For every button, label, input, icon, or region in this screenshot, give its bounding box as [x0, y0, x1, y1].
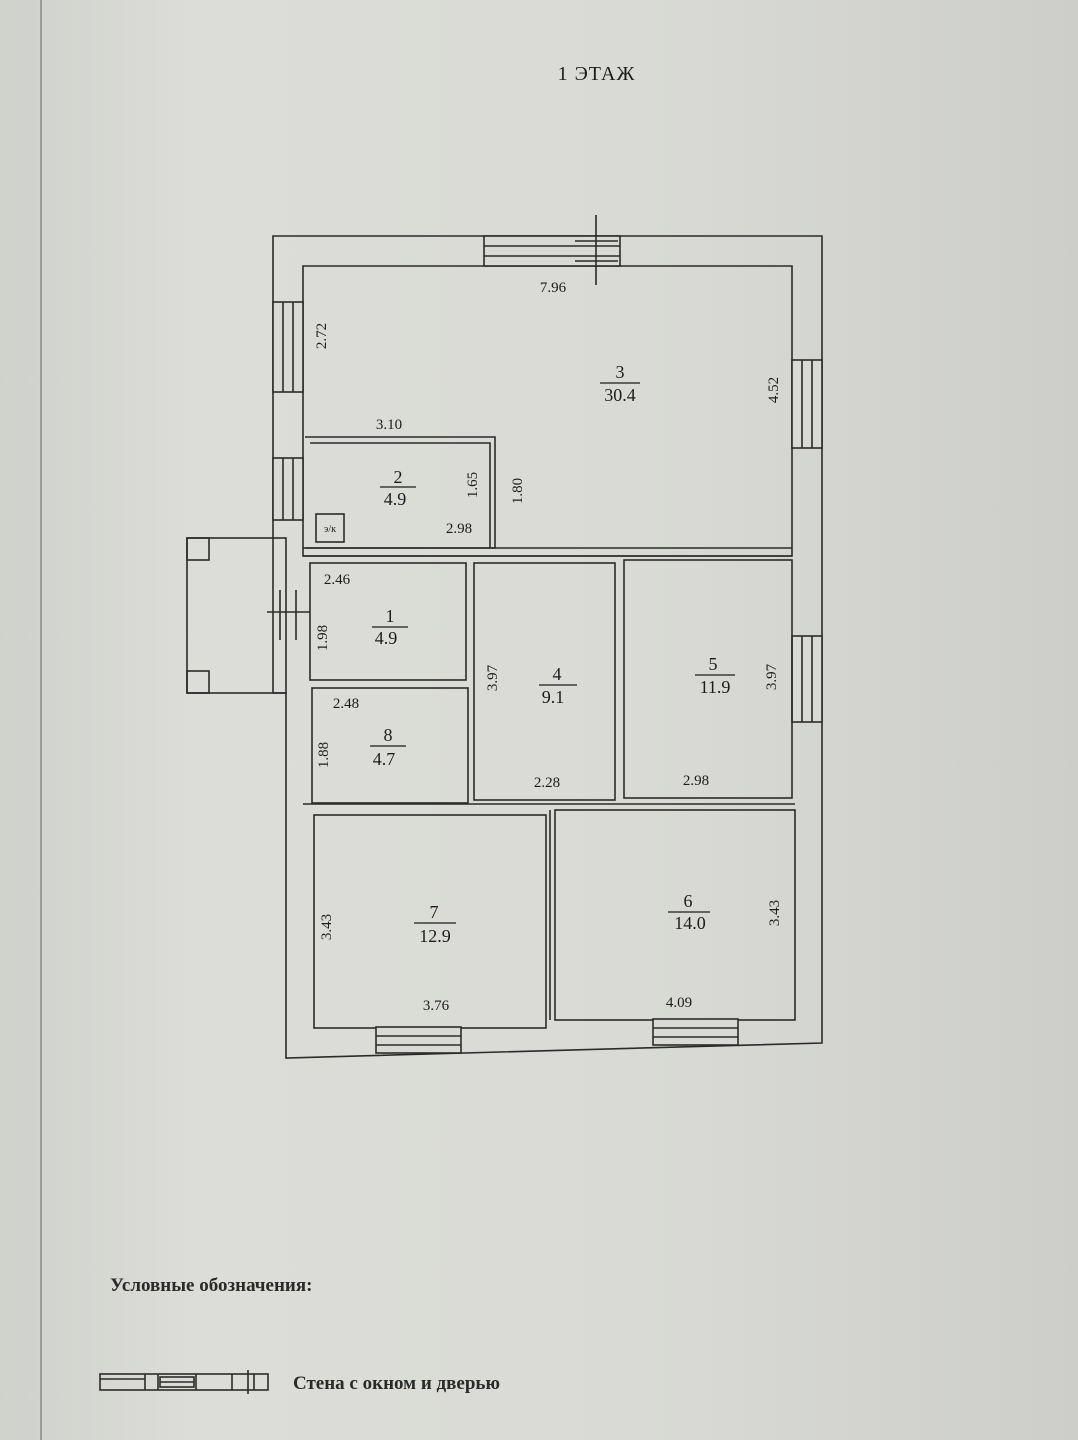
legend-symbol — [99, 1370, 269, 1394]
room-6-area: 14.0 — [674, 913, 706, 933]
dim-room7-height: 3.43 — [319, 914, 335, 940]
room-2-area: 4.9 — [384, 489, 407, 509]
window-right-2 — [791, 635, 823, 723]
room-7-area: 12.9 — [419, 926, 451, 946]
dim-room3-inner-width: 3.10 — [376, 417, 402, 433]
window-right-1 — [791, 359, 823, 449]
dim-room1-width: 2.46 — [324, 572, 351, 588]
dim-room8-width: 2.48 — [333, 696, 359, 712]
room-6-number: 6 — [684, 891, 693, 911]
dim-room6-width: 4.09 — [666, 995, 692, 1011]
dim-room4-width: 2.28 — [534, 775, 560, 791]
dim-room3-width: 7.96 — [540, 280, 567, 296]
electric-meter-box — [315, 513, 345, 543]
window-bottom-1 — [375, 1026, 462, 1054]
room-7-number: 7 — [430, 902, 439, 922]
floor-title: 1 ЭТАЖ — [557, 63, 636, 85]
dim-room1-height: 1.98 — [315, 625, 331, 651]
room-5-wall — [623, 559, 793, 799]
dim-room3-left-height: 2.72 — [314, 323, 330, 349]
porch — [186, 537, 310, 694]
room-5-number: 5 — [709, 654, 718, 674]
dim-room2-height: 1.65 — [465, 472, 481, 498]
dim-room4-height: 3.97 — [485, 664, 501, 691]
legend-title: Условные обозначения: — [110, 1275, 313, 1296]
room-8-number: 8 — [384, 725, 393, 745]
room-3-area: 30.4 — [604, 385, 636, 405]
dim-room7-width: 3.76 — [423, 998, 450, 1014]
inner-wall — [302, 265, 793, 557]
window-bottom-2 — [652, 1018, 739, 1046]
electric-meter-label: э/к — [324, 524, 336, 535]
door-top — [575, 215, 618, 285]
window-left-1 — [272, 301, 304, 393]
window-left-2 — [272, 457, 304, 521]
room-2-number: 2 — [394, 467, 403, 487]
room-4-area: 9.1 — [542, 687, 565, 707]
room-1-number: 1 — [386, 606, 395, 626]
legend-item-wall-window-door: Стена с окном и дверью — [293, 1373, 500, 1394]
room-4-wall — [473, 562, 616, 801]
room-8-wall — [311, 687, 469, 804]
room-4-number: 4 — [553, 664, 562, 684]
room-1-area: 4.9 — [375, 628, 398, 648]
room-8-area: 4.7 — [373, 749, 396, 769]
dim-room5-width: 2.98 — [683, 773, 709, 789]
dim-room3-right-height: 4.52 — [766, 377, 782, 403]
outer-wall — [272, 235, 823, 1059]
dim-room5-height: 3.97 — [764, 663, 780, 690]
room-3-number: 3 — [616, 362, 625, 382]
dim-room8-height: 1.88 — [316, 742, 332, 768]
room-1-wall — [309, 562, 467, 681]
dim-room3-inner-height: 1.80 — [510, 478, 526, 504]
room-5-area: 11.9 — [700, 677, 731, 697]
page-margin-line — [40, 0, 42, 1440]
dim-room6-height: 3.43 — [767, 900, 783, 926]
dim-room2-width: 2.98 — [446, 521, 472, 537]
